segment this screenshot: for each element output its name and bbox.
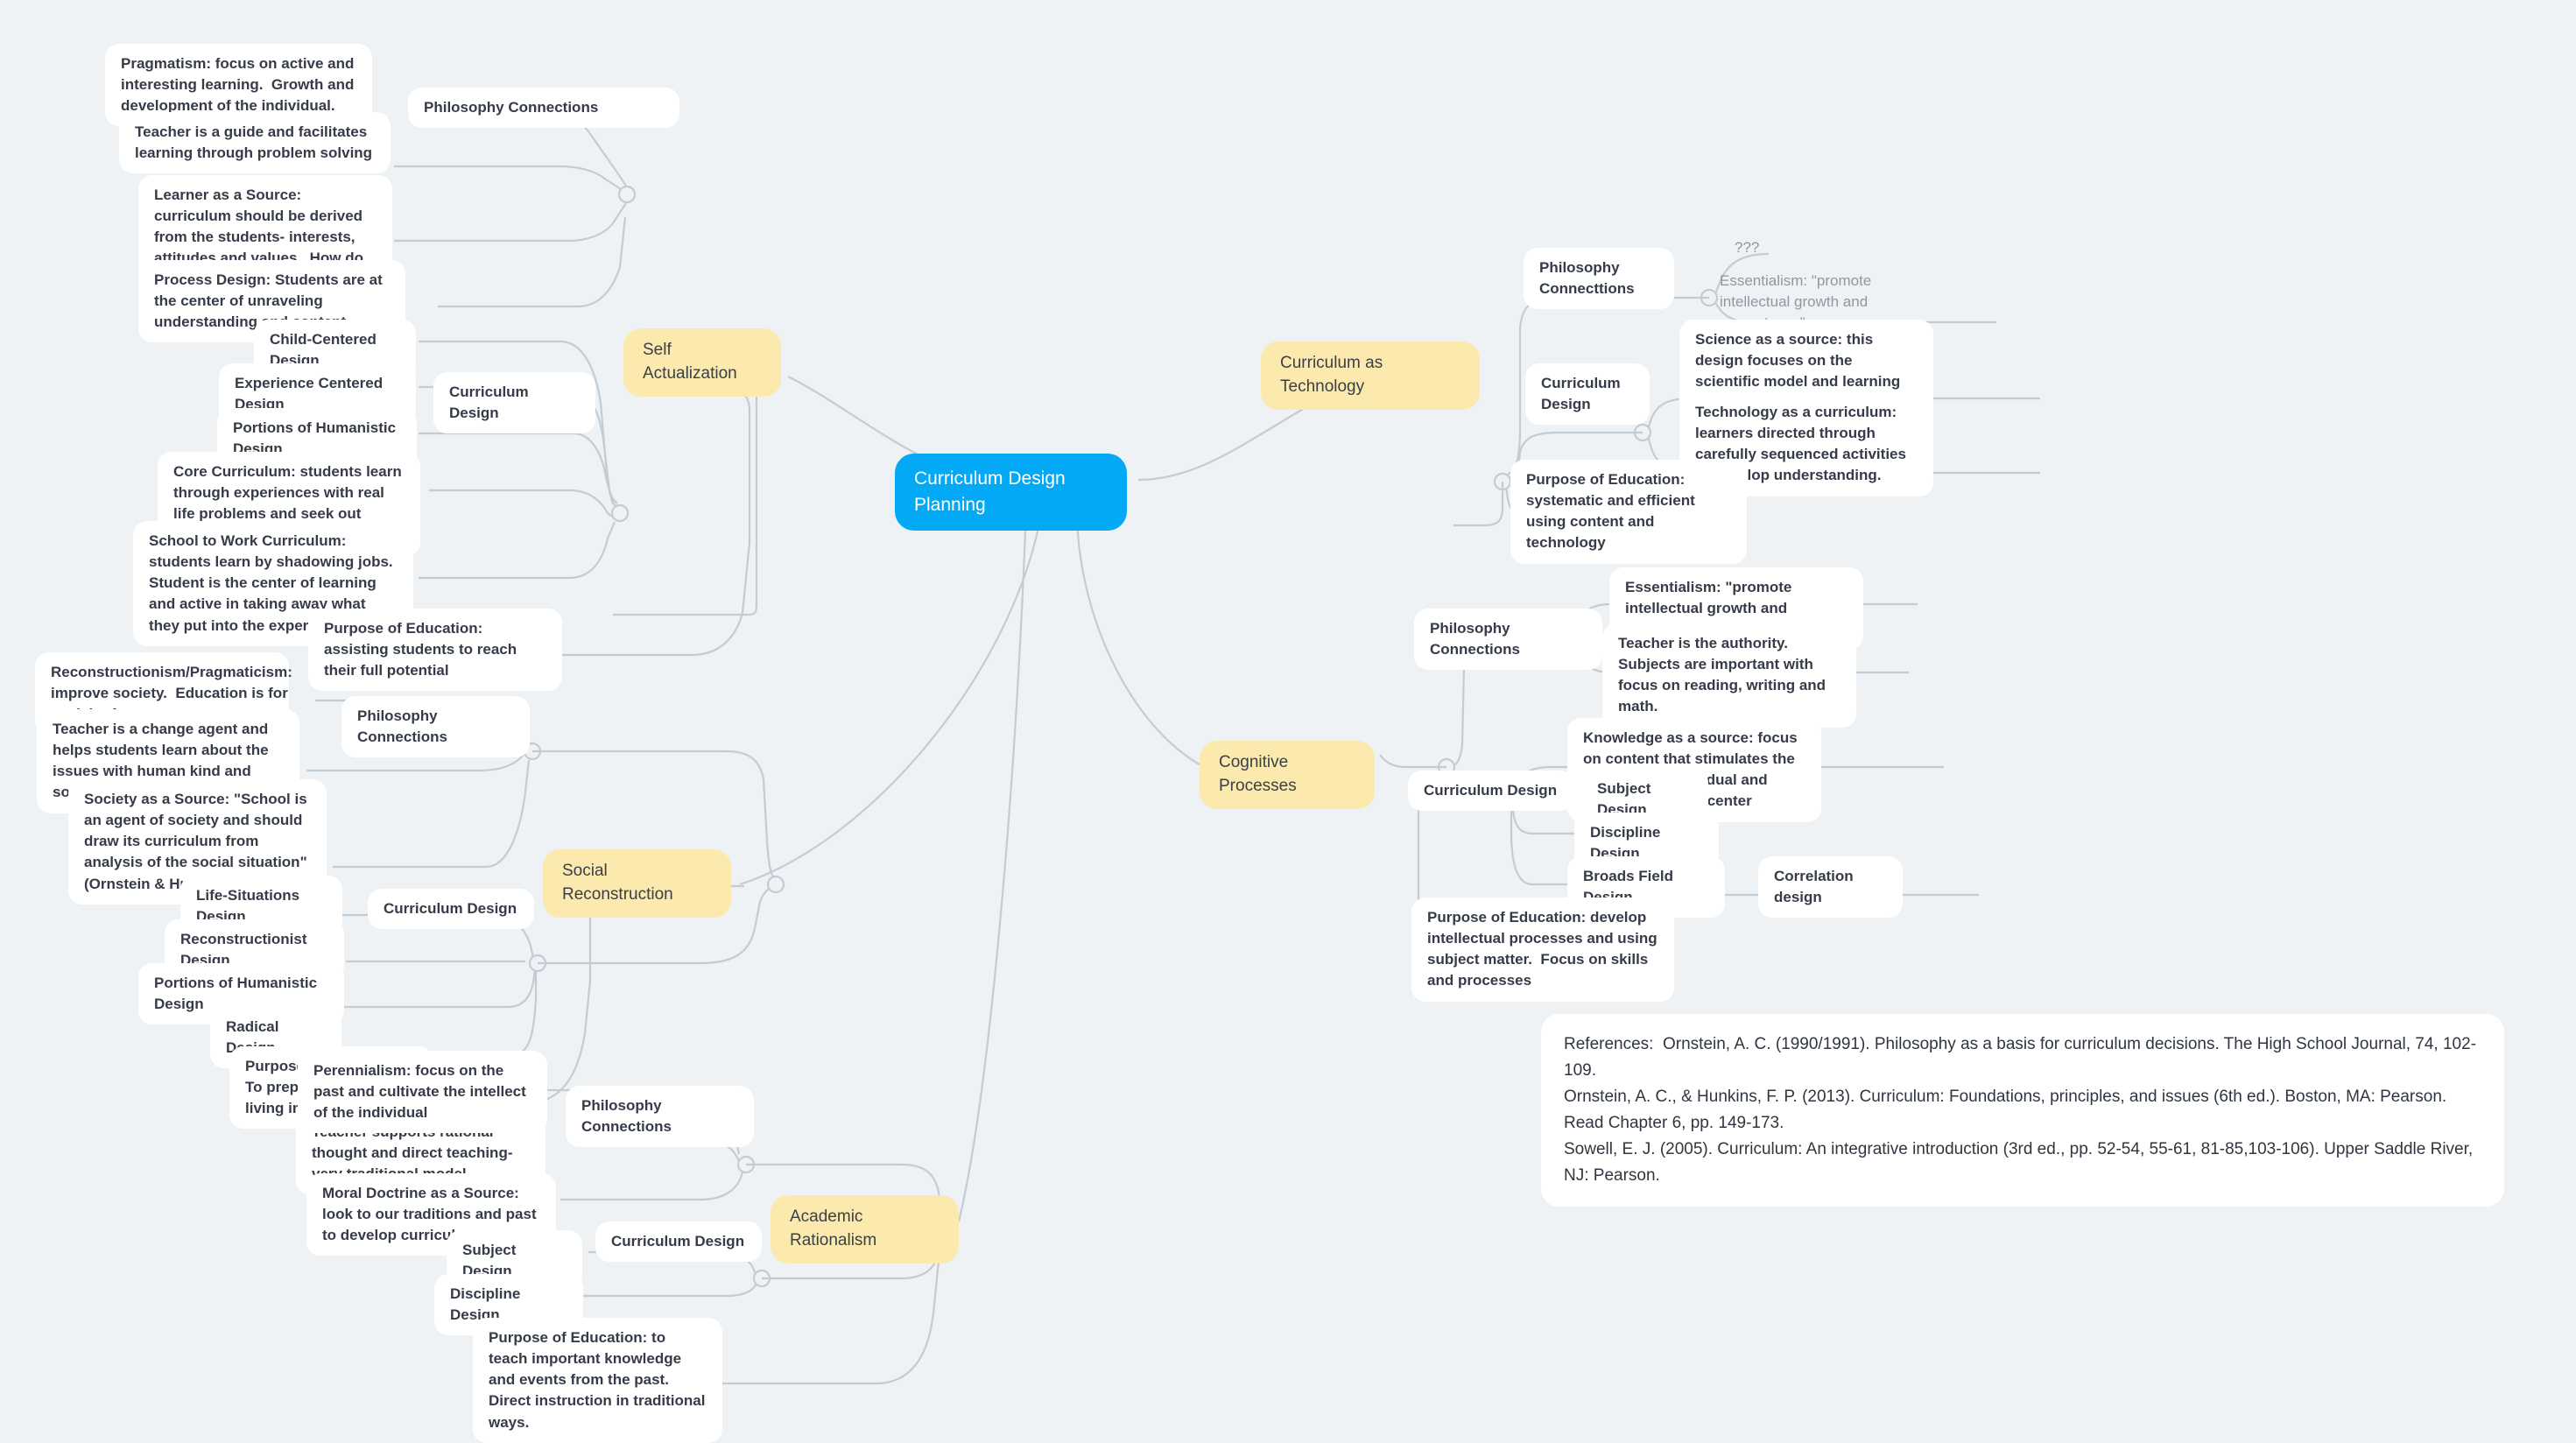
edge-self-philo-4 — [438, 216, 627, 308]
edge-tech-root-down — [1453, 482, 1504, 527]
edge-acad-curr-2 — [580, 1279, 759, 1298]
junction-tech-curriculum — [1633, 423, 1652, 442]
branch-social-reconstruction[interactable]: Social Reconstruction — [543, 849, 731, 918]
node-academic-philosophy-connections[interactable]: Philosophy Connections — [566, 1086, 754, 1148]
edge-self-curr-3 — [419, 432, 615, 505]
junction-self-curriculum — [610, 503, 630, 523]
node-cognitive-philosophy-item-1[interactable]: Teacher is the authority. Subjects are i… — [1602, 623, 1856, 728]
node-cognitive-curriculum-design[interactable]: Curriculum Design — [1408, 771, 1574, 812]
node-tech-curriculum-design[interactable]: Curriculum Design — [1525, 363, 1650, 426]
edge-cog-root-tail — [1379, 754, 1446, 769]
center-node[interactable]: Curriculum Design Planning — [895, 454, 1127, 531]
node-self-philosophy-connections[interactable]: Philosophy Connections — [408, 88, 679, 129]
edge-center-cognitive — [1075, 509, 1205, 768]
branch-academic-rationalism[interactable]: Academic Rationalism — [771, 1195, 959, 1264]
edge-center-social — [739, 509, 1044, 886]
node-tech-question-marks[interactable]: ??? — [1735, 239, 1760, 256]
references-box[interactable]: References: Ornstein, A. C. (1990/1991).… — [1541, 1014, 2504, 1207]
edge-acad-philo-3 — [560, 1171, 744, 1201]
junction-social-curriculum — [528, 954, 547, 973]
edge-self-philo-3 — [394, 202, 627, 243]
node-self-philosophy-item-1[interactable]: Teacher is a guide and facilitates learn… — [119, 112, 391, 174]
edge-self-philo-2 — [394, 165, 624, 192]
branch-curriculum-as-technology[interactable]: Curriculum as Technology — [1261, 341, 1480, 410]
edge-self-philo-to-curr — [613, 375, 758, 616]
node-cognitive-correlation-design[interactable]: Correlation design — [1758, 856, 1903, 919]
junction-tech-root — [1493, 472, 1512, 491]
node-academic-curriculum-design[interactable]: Curriculum Design — [595, 1221, 762, 1263]
node-social-philosophy-connections[interactable]: Philosophy Connections — [341, 696, 530, 758]
junction-self-philosophy — [617, 185, 637, 204]
node-academic-purpose[interactable]: Purpose of Education: to teach important… — [473, 1318, 722, 1443]
node-self-purpose[interactable]: Purpose of Education: assisting students… — [308, 609, 562, 692]
node-self-philosophy-item-0[interactable]: Pragmatism: focus on active and interest… — [105, 44, 372, 127]
edge-center-academic — [957, 509, 1028, 1222]
branch-self-actualization[interactable]: Self Actualization — [623, 328, 781, 397]
edge-self-curr-4 — [429, 489, 616, 519]
node-academic-philosophy-item-0[interactable]: Perennialism: focus on the past and cult… — [298, 1051, 547, 1134]
branch-cognitive-processes[interactable]: Cognitive Processes — [1200, 741, 1375, 809]
junction-acad-philosophy — [736, 1155, 756, 1174]
node-cognitive-philosophy-connections[interactable]: Philosophy Connections — [1414, 609, 1602, 671]
node-tech-purpose[interactable]: Purpose of Education: systematic and eff… — [1510, 460, 1747, 564]
edge-self-curr-5 — [419, 521, 616, 580]
edge-self-spine — [626, 377, 755, 876]
edge-social-curr-3 — [324, 968, 537, 1009]
node-tech-philosophy-connections[interactable]: Philosophy Connecttions — [1524, 248, 1674, 310]
junction-acad-curriculum — [752, 1269, 771, 1288]
node-cognitive-purpose[interactable]: Purpose of Education: develop intellectu… — [1411, 897, 1674, 1002]
junction-social-root — [766, 875, 785, 894]
edge-social-philo-3 — [333, 759, 531, 869]
edge-social-curr-4 — [350, 972, 538, 1057]
node-social-curriculum-design[interactable]: Curriculum Design — [368, 889, 534, 930]
node-self-curriculum-design[interactable]: Curriculum Design — [433, 372, 595, 434]
